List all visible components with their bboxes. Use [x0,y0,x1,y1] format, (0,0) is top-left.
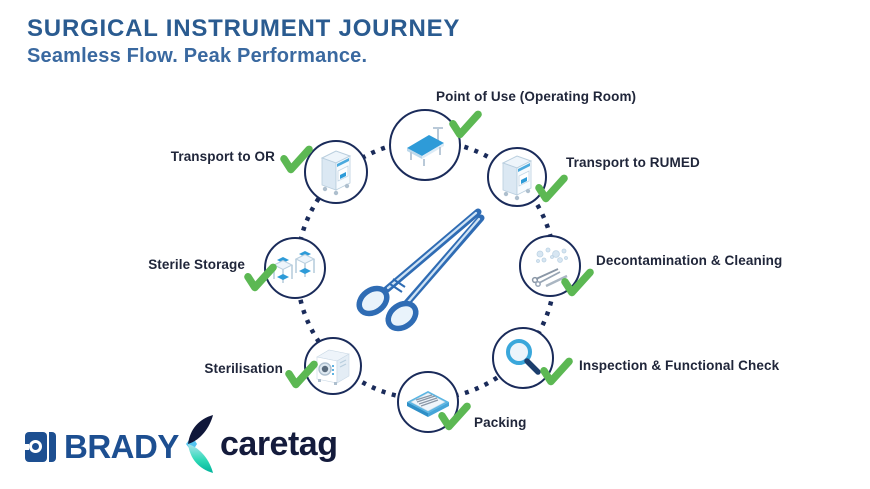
page-title: SURGICAL INSTRUMENT JOURNEY [27,15,461,42]
brady-wordmark: BRADY [64,428,179,465]
stage-node-point-of-use [389,109,461,181]
page-subtitle: Seamless Flow. Peak Performance. [27,45,368,68]
magnifier-icon [506,339,541,375]
caretag-leaf-icon [186,415,213,473]
instrument-tray-icon [407,391,449,417]
stage-label-packing: Packing [474,415,527,430]
stage-node-packing [397,371,459,433]
stage-label-sterilisation: Sterilisation [204,361,283,376]
transport-cart-icon [501,155,533,201]
instruments-bubbles-icon [531,247,568,288]
stage-node-transport-to-rumed [487,147,547,207]
stage-label-transport-to-rumed: Transport to RUMED [566,155,700,170]
stage-node-inspection-functional-check [492,327,554,389]
surgical-forceps-icon [356,208,485,332]
brady-target-icon [25,432,56,462]
stage-node-sterilisation [304,337,362,395]
operating-table-icon [407,127,444,166]
stage-label-decontamination-cleaning: Decontamination & Cleaning [596,253,783,268]
stage-label-sterile-storage: Sterile Storage [148,257,245,272]
caretag-wordmark: caretag [220,425,338,463]
caretag-logo: caretag [186,415,338,473]
stage-node-decontamination-cleaning [519,235,581,297]
autoclave-icon [316,349,350,385]
stage-node-transport-to-or [304,140,368,204]
stage-label-point-of-use: Point of Use (Operating Room) [436,89,637,104]
storage-racks-icon [272,251,316,283]
stage-label-inspection-functional-check: Inspection & Functional Check [579,358,780,373]
stage-node-sterile-storage [264,237,326,299]
transport-cart-icon [320,150,352,196]
header: SURGICAL INSTRUMENT JOURNEY Seamless Flo… [27,15,461,68]
brady-logo: BRADY [25,428,179,465]
stage-label-transport-to-or: Transport to OR [170,149,275,164]
